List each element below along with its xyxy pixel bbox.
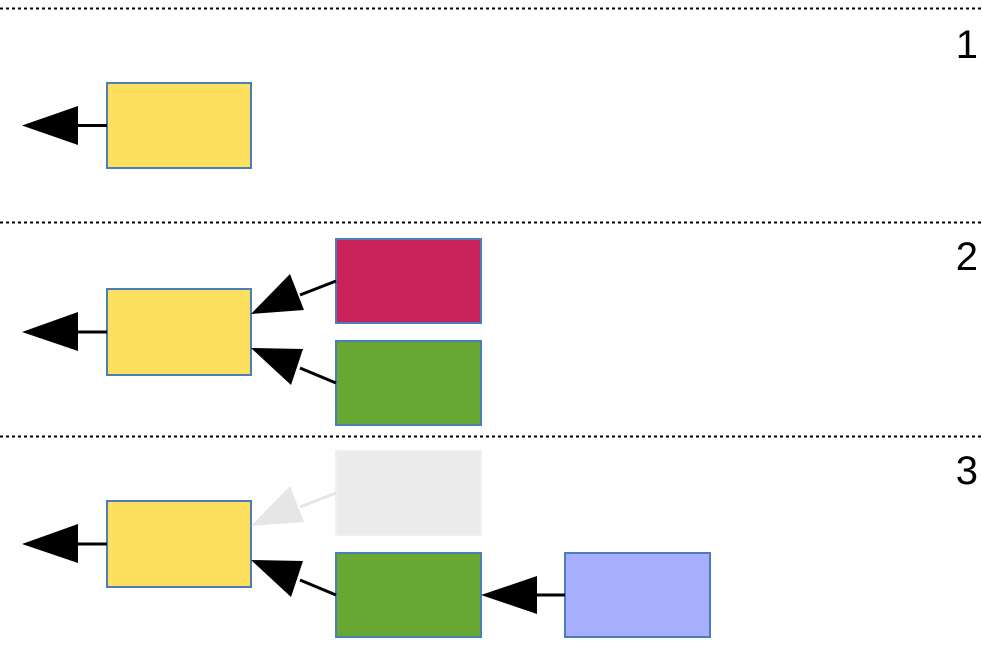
panel-2-arrow-crimson-to-yellow xyxy=(251,274,337,314)
panel-1-number: 1 xyxy=(956,23,978,67)
panel-2: 2 xyxy=(22,235,978,426)
panel-3-box-removed-faded xyxy=(335,450,482,536)
panel-2-box-green xyxy=(335,340,482,426)
panel-3-arrow-blue-to-green xyxy=(481,576,565,614)
panel-3-number: 3 xyxy=(956,449,978,493)
panel-2-number: 2 xyxy=(956,235,978,279)
panel-3: 3 xyxy=(22,449,978,638)
panel-3-arrow-yellow-to-output xyxy=(22,524,107,563)
panel-3-box-yellow xyxy=(106,500,252,588)
panel-2-arrow-green-to-yellow xyxy=(251,348,337,385)
panel-3-arrow-green-to-yellow xyxy=(251,560,337,597)
panel-2-arrow-yellow-to-output xyxy=(22,312,107,351)
panel-1: 1 xyxy=(22,23,978,169)
panel-2-box-yellow xyxy=(106,288,252,376)
panel-1-arrow-yellow-to-output xyxy=(22,106,107,145)
panel-2-box-crimson xyxy=(335,238,482,324)
panel-1-box-yellow xyxy=(106,82,252,169)
panel-3-box-green xyxy=(335,552,482,638)
panel-3-arrow-removed-to-yellow-faded xyxy=(251,486,337,526)
panel-3-box-blue xyxy=(564,552,711,638)
